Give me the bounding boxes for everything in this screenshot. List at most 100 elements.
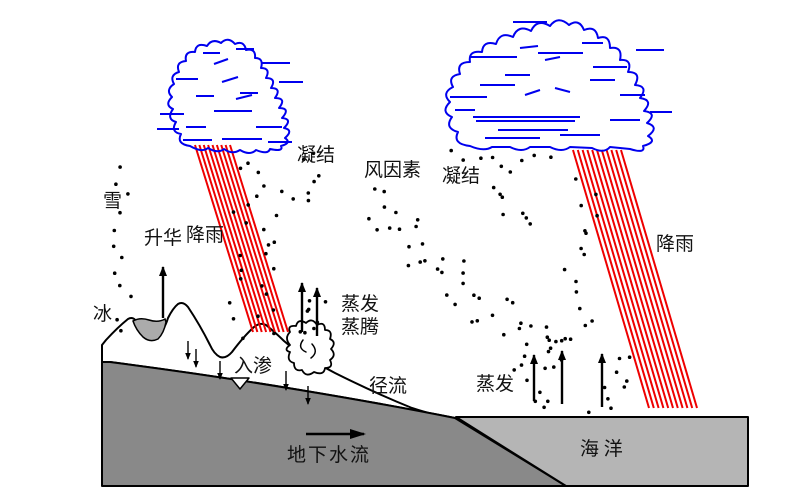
vapor-dot — [508, 170, 513, 174]
vapor-dot — [606, 397, 610, 401]
vapor-dot — [510, 300, 515, 305]
label-sublimation: 升华 — [144, 228, 183, 249]
vapor-dot — [238, 253, 242, 258]
vegetation — [285, 319, 335, 376]
vapor-dot — [554, 339, 558, 344]
vapor-dot — [307, 299, 312, 303]
vapor-dot — [120, 255, 124, 260]
vapor-dot — [306, 198, 311, 203]
vapor-dot — [490, 313, 495, 318]
vapor-dot — [418, 260, 423, 264]
vapor-dot — [114, 182, 118, 186]
rain-streak — [615, 149, 694, 409]
vapor-dot — [420, 242, 425, 246]
vapor-dot — [129, 294, 133, 299]
vapor-dot — [470, 320, 474, 324]
vapor-dot — [552, 365, 556, 369]
vapor-dot — [271, 308, 276, 312]
vapor-dot — [472, 293, 476, 298]
vapor-dot — [231, 210, 236, 214]
vapor-dot — [262, 227, 266, 232]
vapor-dot — [256, 170, 261, 175]
vapor-dot — [387, 226, 392, 230]
flow-arrows — [159, 266, 606, 439]
ocean-water — [455, 416, 749, 487]
underground-layer — [101, 361, 567, 487]
vapor-dot — [453, 302, 457, 307]
vapor-dot — [311, 151, 316, 156]
label-condensation-right: 凝结 — [442, 166, 481, 187]
label-wind-factor: 风因素 — [364, 160, 422, 181]
vapor-dot — [323, 300, 328, 304]
vapor-dot — [118, 165, 122, 169]
vapor-dot — [528, 222, 532, 226]
rain-streak — [581, 149, 660, 409]
vapor-dot — [435, 267, 440, 271]
vapor-dot — [574, 279, 578, 284]
vapor-dot — [579, 203, 583, 208]
vapor-dot — [546, 349, 551, 354]
vapor-dot — [546, 399, 550, 404]
vapor-dot — [562, 267, 567, 272]
vapor-dot — [461, 281, 465, 286]
vapor-dot — [246, 203, 250, 207]
vapor-dot — [568, 337, 573, 342]
vapor-dot — [301, 157, 306, 162]
vapor-dot — [317, 174, 321, 178]
vapor-dot — [602, 385, 607, 390]
vapor-dot — [574, 177, 578, 181]
label-transpiration: 蒸腾 — [341, 317, 380, 338]
vapor-dot — [501, 212, 505, 217]
rain-streak — [605, 149, 684, 409]
rain-streak — [586, 149, 665, 409]
rain-streak — [194, 144, 254, 333]
vapor-dot — [449, 148, 454, 153]
label-rain-left: 降雨 — [186, 225, 225, 246]
vapor-dot — [502, 332, 506, 337]
vapor-dot — [415, 218, 420, 222]
vapor-dot — [532, 153, 536, 158]
vapor-dot — [625, 379, 629, 383]
rain-streak — [591, 149, 670, 409]
rain-streak — [572, 149, 650, 409]
rain-streak — [596, 149, 674, 409]
vapor-dot — [547, 338, 551, 343]
vapor-dot — [587, 410, 591, 415]
vegetation-detail — [299, 339, 316, 359]
vapor-dot — [520, 158, 524, 163]
vapor-dot — [441, 257, 445, 261]
vapor-dot — [306, 307, 311, 312]
vapor-dot — [579, 246, 583, 251]
vapor-dot — [382, 189, 387, 194]
rain-streak — [229, 144, 289, 333]
vapor-dot — [414, 224, 418, 229]
vapor-dot — [525, 378, 529, 383]
label-evaporation-left: 蒸发 — [341, 294, 380, 315]
vapor-dot — [407, 244, 411, 249]
vapor-dot — [521, 211, 525, 216]
rain-streak — [576, 149, 655, 409]
label-evaporation-right: 蒸发 — [476, 374, 515, 395]
right-cloud — [444, 19, 655, 152]
vapor-dot — [440, 270, 444, 275]
vapor-dots — [111, 148, 632, 415]
vapor-dot — [595, 213, 599, 218]
vapor-dot — [272, 266, 276, 271]
label-infiltration: 入渗 — [234, 356, 273, 377]
vapor-dot — [498, 192, 502, 197]
vapor-dot — [549, 155, 553, 159]
left-cloud — [167, 38, 291, 154]
vapor-dot — [118, 210, 122, 215]
vapor-dot — [303, 330, 307, 335]
vapor-dot — [126, 192, 130, 196]
vapor-dot — [490, 155, 495, 160]
rain-streak — [220, 144, 281, 333]
vapor-dot — [406, 263, 411, 268]
vapor-dot — [563, 336, 567, 341]
label-groundwater-flow: 地下水流 — [287, 445, 372, 466]
vapor-dot — [499, 164, 504, 169]
vapor-dot — [260, 284, 264, 288]
vapor-dot — [548, 346, 553, 351]
vapor-dot — [244, 221, 248, 225]
